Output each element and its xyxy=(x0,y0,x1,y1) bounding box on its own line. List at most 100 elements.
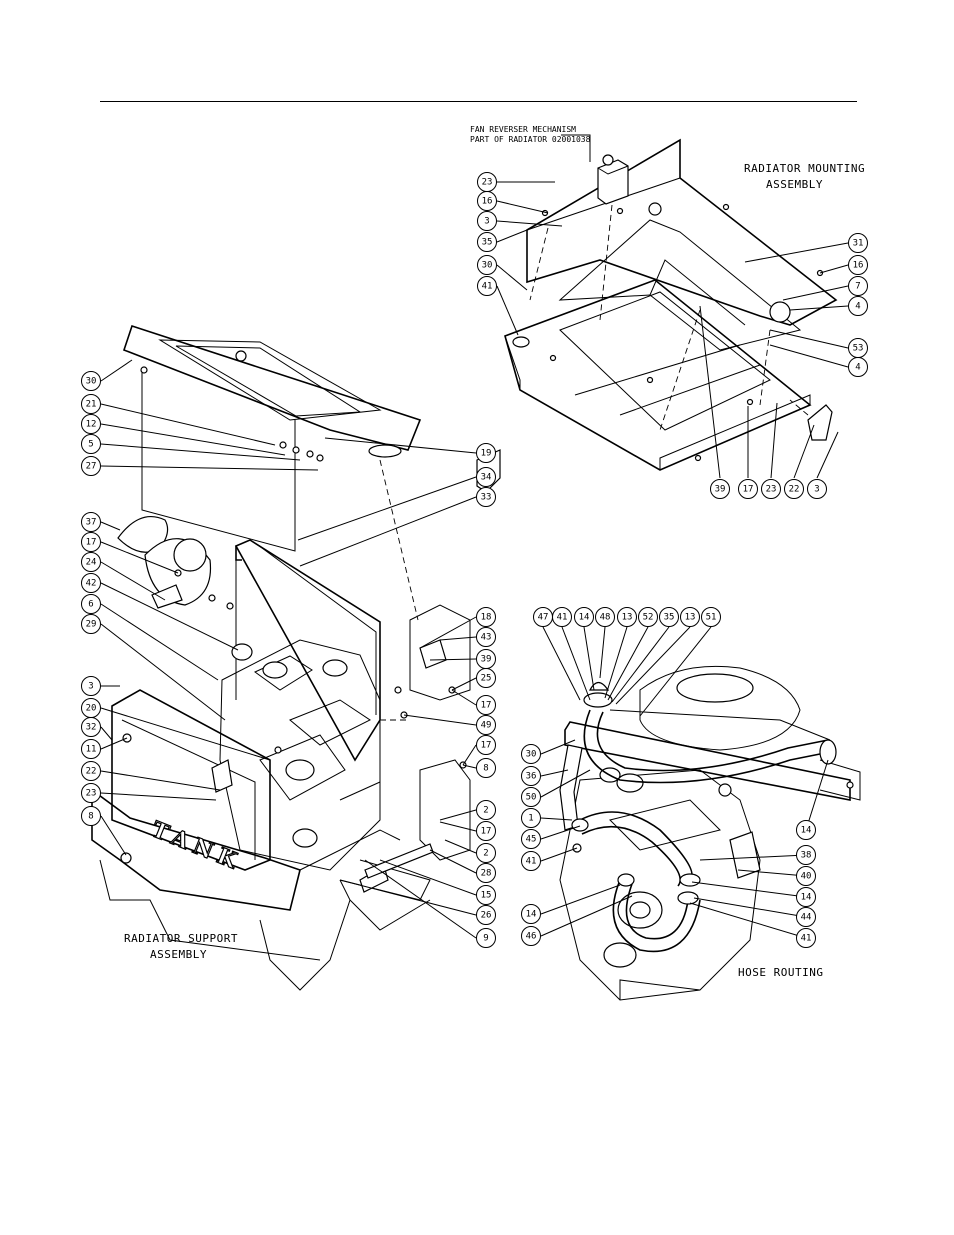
part-balloon-label: 5 xyxy=(88,440,93,450)
part-balloon-label: 1 xyxy=(528,814,533,824)
part-balloon-m30: 30 xyxy=(477,255,497,275)
part-balloon-s20: 20 xyxy=(81,698,101,718)
part-balloon-s17b: 17 xyxy=(476,695,496,715)
part-balloon-label: 14 xyxy=(526,910,537,920)
part-balloon-h48: 48 xyxy=(595,607,615,627)
part-balloon-h35: 35 xyxy=(659,607,679,627)
part-balloon-m4a: 4 xyxy=(848,296,868,316)
part-balloon-label: 13 xyxy=(685,613,696,623)
part-balloon-label: 39 xyxy=(715,485,726,495)
part-balloon-label: 21 xyxy=(86,400,97,410)
part-balloon-label: 41 xyxy=(526,857,537,867)
part-balloon-m23b: 23 xyxy=(761,479,781,499)
part-balloon-h46: 46 xyxy=(521,926,541,946)
part-balloon-s49: 49 xyxy=(476,715,496,735)
part-balloon-s21: 21 xyxy=(81,394,101,414)
part-balloon-s2b: 2 xyxy=(476,843,496,863)
part-balloon-h41a: 41 xyxy=(552,607,572,627)
part-balloon-label: 4 xyxy=(855,302,860,312)
part-balloon-m22: 22 xyxy=(784,479,804,499)
header-rule xyxy=(100,101,857,102)
part-balloon-m23: 23 xyxy=(477,172,497,192)
part-balloon-s12: 12 xyxy=(81,414,101,434)
part-balloon-h14a: 14 xyxy=(574,607,594,627)
part-balloon-label: 27 xyxy=(86,462,97,472)
part-balloon-s15: 15 xyxy=(476,885,496,905)
part-balloon-s3: 3 xyxy=(81,676,101,696)
part-balloon-label: 7 xyxy=(855,282,860,292)
part-balloon-label: 26 xyxy=(481,911,492,921)
part-balloon-label: 17 xyxy=(86,538,97,548)
part-balloon-label: 49 xyxy=(481,721,492,731)
part-balloon-s11: 11 xyxy=(81,739,101,759)
part-balloon-s2a: 2 xyxy=(476,800,496,820)
part-balloon-s19: 19 xyxy=(476,443,496,463)
part-balloon-s23: 23 xyxy=(81,783,101,803)
part-balloon-label: 14 xyxy=(579,613,590,623)
part-balloon-label: 3 xyxy=(88,682,93,692)
part-balloon-h44: 44 xyxy=(796,907,816,927)
part-balloon-label: 13 xyxy=(622,613,633,623)
part-balloon-label: 18 xyxy=(481,613,492,623)
part-balloon-h41b: 41 xyxy=(521,851,541,871)
part-balloon-label: 23 xyxy=(766,485,777,495)
part-balloon-label: 39 xyxy=(481,655,492,665)
part-balloon-m39: 39 xyxy=(710,479,730,499)
part-balloon-label: 17 xyxy=(481,701,492,711)
part-balloon-s28: 28 xyxy=(476,863,496,883)
part-balloon-m16b: 16 xyxy=(848,255,868,275)
part-balloon-label: 4 xyxy=(855,363,860,373)
part-balloon-h30: 30 xyxy=(521,744,541,764)
part-balloon-s32: 32 xyxy=(81,717,101,737)
part-balloon-label: 17 xyxy=(481,741,492,751)
part-balloon-label: 22 xyxy=(789,485,800,495)
part-balloon-label: 41 xyxy=(482,282,493,292)
part-balloon-label: 51 xyxy=(706,613,717,623)
part-balloon-h1: 1 xyxy=(521,808,541,828)
part-balloon-label: 24 xyxy=(86,558,97,568)
part-balloon-label: 20 xyxy=(86,704,97,714)
part-balloon-h41c: 41 xyxy=(796,928,816,948)
part-balloon-label: 2 xyxy=(483,806,488,816)
part-balloon-label: 29 xyxy=(86,620,97,630)
part-balloon-label: 23 xyxy=(482,178,493,188)
part-balloon-label: 50 xyxy=(526,793,537,803)
part-balloon-h38: 38 xyxy=(796,845,816,865)
part-balloon-label: 52 xyxy=(643,613,654,623)
part-balloon-label: 44 xyxy=(801,913,812,923)
part-balloon-label: 17 xyxy=(743,485,754,495)
part-balloon-h14b: 14 xyxy=(521,904,541,924)
part-balloon-label: 48 xyxy=(600,613,611,623)
part-balloon-s6: 6 xyxy=(81,594,101,614)
part-balloon-label: 12 xyxy=(86,420,97,430)
part-balloon-h45: 45 xyxy=(521,829,541,849)
part-balloon-label: 8 xyxy=(483,764,488,774)
part-balloon-label: 32 xyxy=(86,723,97,733)
part-balloon-s34: 34 xyxy=(476,467,496,487)
part-balloon-s17c: 17 xyxy=(476,735,496,755)
part-balloon-m16a: 16 xyxy=(477,191,497,211)
part-balloon-label: 3 xyxy=(484,217,489,227)
part-balloon-s33: 33 xyxy=(476,487,496,507)
part-balloon-s8a: 8 xyxy=(81,806,101,826)
part-balloon-label: 6 xyxy=(88,600,93,610)
part-balloon-h52: 52 xyxy=(638,607,658,627)
part-balloon-h51: 51 xyxy=(701,607,721,627)
part-balloon-label: 3 xyxy=(814,485,819,495)
part-balloon-s25: 25 xyxy=(476,668,496,688)
part-balloon-label: 9 xyxy=(483,934,488,944)
part-balloon-s24: 24 xyxy=(81,552,101,572)
part-balloon-h13a: 13 xyxy=(617,607,637,627)
part-balloon-s8b: 8 xyxy=(476,758,496,778)
part-balloon-s18: 18 xyxy=(476,607,496,627)
part-balloon-label: 41 xyxy=(557,613,568,623)
part-balloon-label: 31 xyxy=(853,239,864,249)
part-balloon-label: 8 xyxy=(88,812,93,822)
part-balloon-s5: 5 xyxy=(81,434,101,454)
part-balloon-label: 17 xyxy=(481,827,492,837)
part-balloon-label: 36 xyxy=(526,772,537,782)
part-balloon-s27: 27 xyxy=(81,456,101,476)
part-balloon-label: 47 xyxy=(538,613,549,623)
